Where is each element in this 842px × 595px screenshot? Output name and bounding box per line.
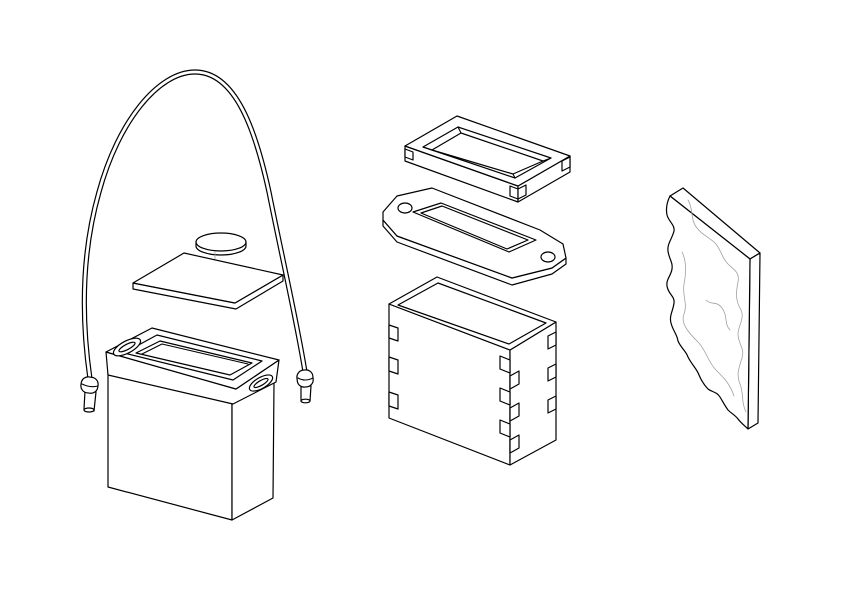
oval-disc-face	[195, 232, 247, 252]
shoulder-cord	[81, 69, 308, 380]
tray-inner-corner-back	[457, 126, 462, 134]
tray-finger-joint	[561, 156, 571, 172]
tray-finger-joint	[404, 148, 414, 161]
left-assembly	[80, 69, 314, 521]
tray-lid	[404, 115, 571, 203]
left-cord-knot-band	[81, 383, 99, 388]
slab-relief-line	[681, 251, 735, 397]
tray-finger-joint	[517, 184, 527, 200]
left-box-side-face	[231, 382, 275, 521]
oval-disc	[195, 232, 247, 277]
box-finger-joint	[547, 363, 557, 382]
box-finger-joint	[509, 370, 520, 390]
box-finger-joint	[547, 331, 557, 350]
left-box-opening	[135, 340, 253, 376]
slab-relief-line	[687, 199, 747, 413]
right-cord-knot-band	[297, 377, 314, 381]
box-finger-joint	[509, 434, 520, 454]
box-finger-joint	[509, 402, 520, 422]
tray-inner-corner-right	[542, 157, 552, 162]
middle-assembly	[382, 115, 571, 466]
cord-core	[82, 70, 307, 380]
box-finger-joint	[388, 356, 399, 375]
box-finger-joint	[388, 324, 399, 342]
right-cord-tip-end	[300, 398, 311, 404]
frame-plate-opening	[420, 205, 529, 250]
tray-finger-joint	[509, 185, 519, 200]
slab-relief-line	[705, 299, 731, 331]
cord-outline	[81, 69, 308, 380]
left-box	[105, 327, 280, 521]
frame-plate	[382, 187, 567, 286]
right-handle-slot	[253, 377, 269, 389]
rough-slab	[665, 187, 761, 430]
jointed-box	[388, 276, 557, 466]
lid-plate-top	[132, 252, 284, 304]
tray-inner-corner-left	[422, 146, 433, 151]
frame-plate-hole-left	[397, 202, 413, 214]
box-finger-joint	[547, 395, 557, 414]
left-cord-end	[80, 376, 99, 413]
left-cord-knot	[80, 376, 99, 394]
box-finger-joint	[388, 391, 399, 410]
right-assembly	[665, 187, 761, 430]
left-box-left-handle	[112, 337, 142, 357]
left-box-inner-wall	[141, 343, 249, 365]
jointed-box-top-inset	[397, 282, 547, 345]
frame-plate-hole-right	[540, 251, 556, 263]
left-box-right-handle	[248, 374, 274, 392]
left-handle-slot	[118, 341, 136, 353]
right-cord-end	[296, 369, 314, 404]
box-finger-joint	[499, 355, 511, 374]
tray-inner-corner-front	[512, 173, 516, 179]
slab-rough-face	[665, 195, 751, 430]
lid-plate	[132, 252, 284, 310]
box-finger-joint	[499, 387, 511, 406]
left-cord-tip-end	[83, 407, 95, 413]
box-finger-joint	[499, 419, 511, 438]
